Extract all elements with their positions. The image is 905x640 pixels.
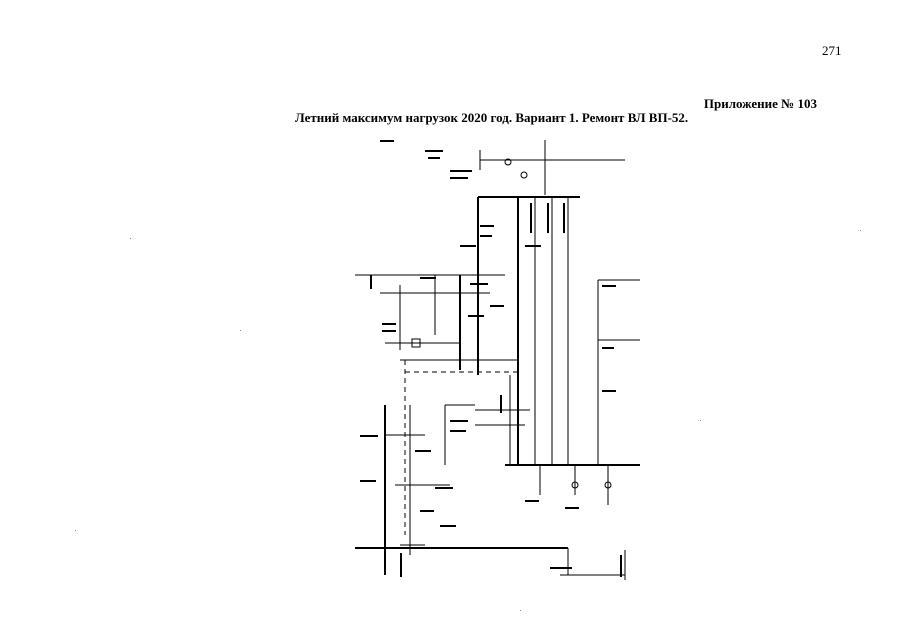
transformer-symbol bbox=[571, 481, 579, 489]
schematic-drawing bbox=[355, 140, 640, 580]
scan-speck bbox=[860, 230, 861, 231]
scan-speck bbox=[240, 330, 241, 331]
appendix-label: Приложение № 103 bbox=[703, 96, 817, 111]
scan-speck bbox=[700, 420, 701, 421]
breaker-box bbox=[411, 338, 421, 348]
scan-speck bbox=[75, 530, 76, 531]
dashed-link bbox=[404, 360, 518, 535]
scan-speck bbox=[520, 610, 521, 611]
transformer-symbol bbox=[504, 158, 512, 166]
illegible-labels bbox=[360, 140, 622, 577]
page-title: Летний максимум нагрузок 2020 год. Вариа… bbox=[295, 110, 689, 125]
scan-speck bbox=[130, 238, 131, 239]
page-number: 271 bbox=[822, 43, 842, 58]
grid-schematic bbox=[340, 135, 640, 625]
transformer-symbol bbox=[520, 171, 528, 179]
